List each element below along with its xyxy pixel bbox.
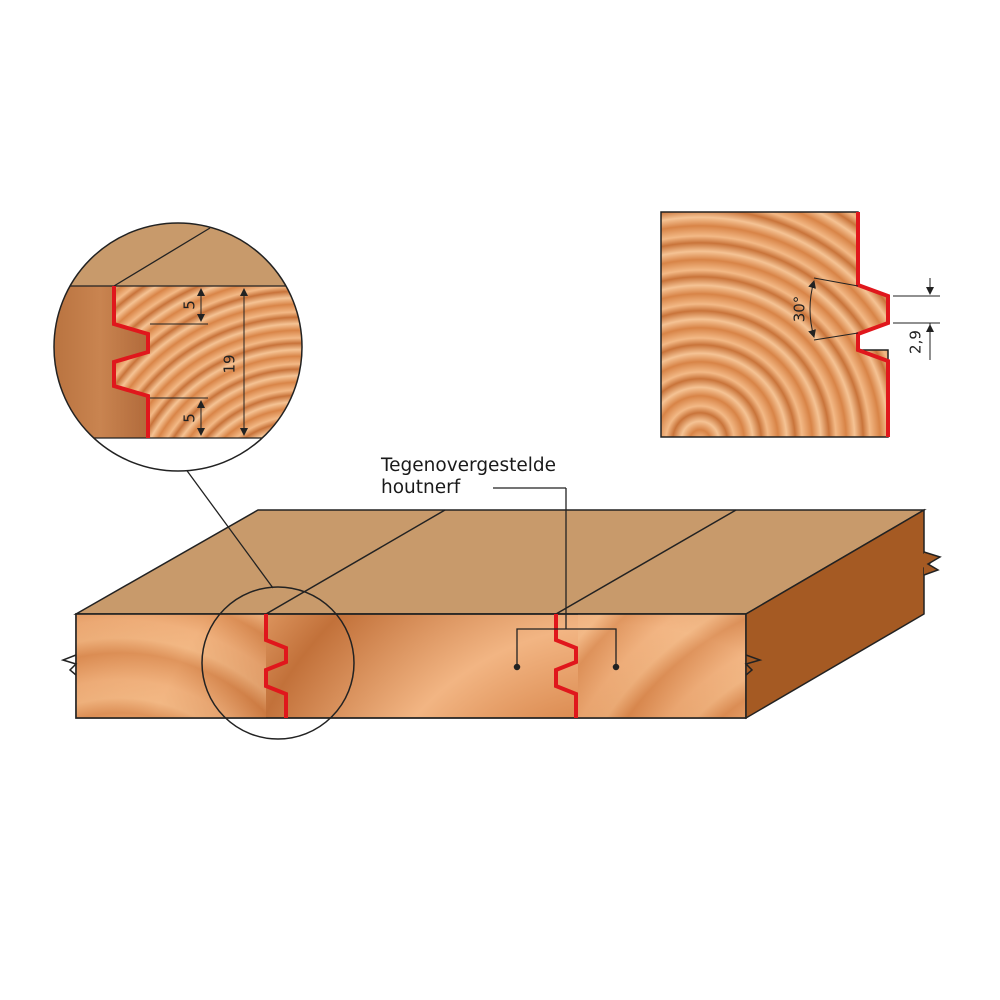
front-right-break-mark bbox=[744, 654, 763, 676]
dim-tongue-depth: 2,9 bbox=[907, 330, 925, 354]
grain-indicator bbox=[493, 487, 620, 671]
callout-line-1: Tegenovergestelde bbox=[381, 455, 556, 476]
side-break-mark bbox=[923, 551, 942, 576]
board-front-face-left-rings bbox=[76, 614, 266, 718]
dim-board-thickness: 19 bbox=[221, 354, 239, 373]
left-break-mark bbox=[60, 654, 78, 676]
detail-connector-left bbox=[184, 467, 274, 589]
board-front-face-right-rings bbox=[578, 614, 746, 718]
detail-magnifier: 5 5 19 bbox=[53, 222, 303, 589]
dim-angle: 30° bbox=[791, 296, 809, 323]
detail-joint-profile bbox=[112, 286, 150, 438]
callout-line-2: houtnerf bbox=[381, 477, 461, 498]
profile-detail: 30° 2,9 bbox=[660, 211, 940, 438]
top-joint-line-left bbox=[265, 509, 446, 615]
magnifier-circle-icon bbox=[201, 586, 355, 740]
joint-profile-right bbox=[554, 614, 578, 718]
dim-upper-offset: 5 bbox=[181, 300, 199, 310]
dim-lower-offset: 5 bbox=[181, 413, 199, 423]
profile-joint-line bbox=[856, 212, 890, 437]
main-board bbox=[60, 508, 942, 720]
grain-callout-label: Tegenovergestelde houtnerf bbox=[381, 455, 556, 499]
profile-wood bbox=[660, 211, 889, 438]
top-joint-line-right bbox=[555, 509, 737, 615]
joint-profile-left bbox=[264, 614, 288, 718]
